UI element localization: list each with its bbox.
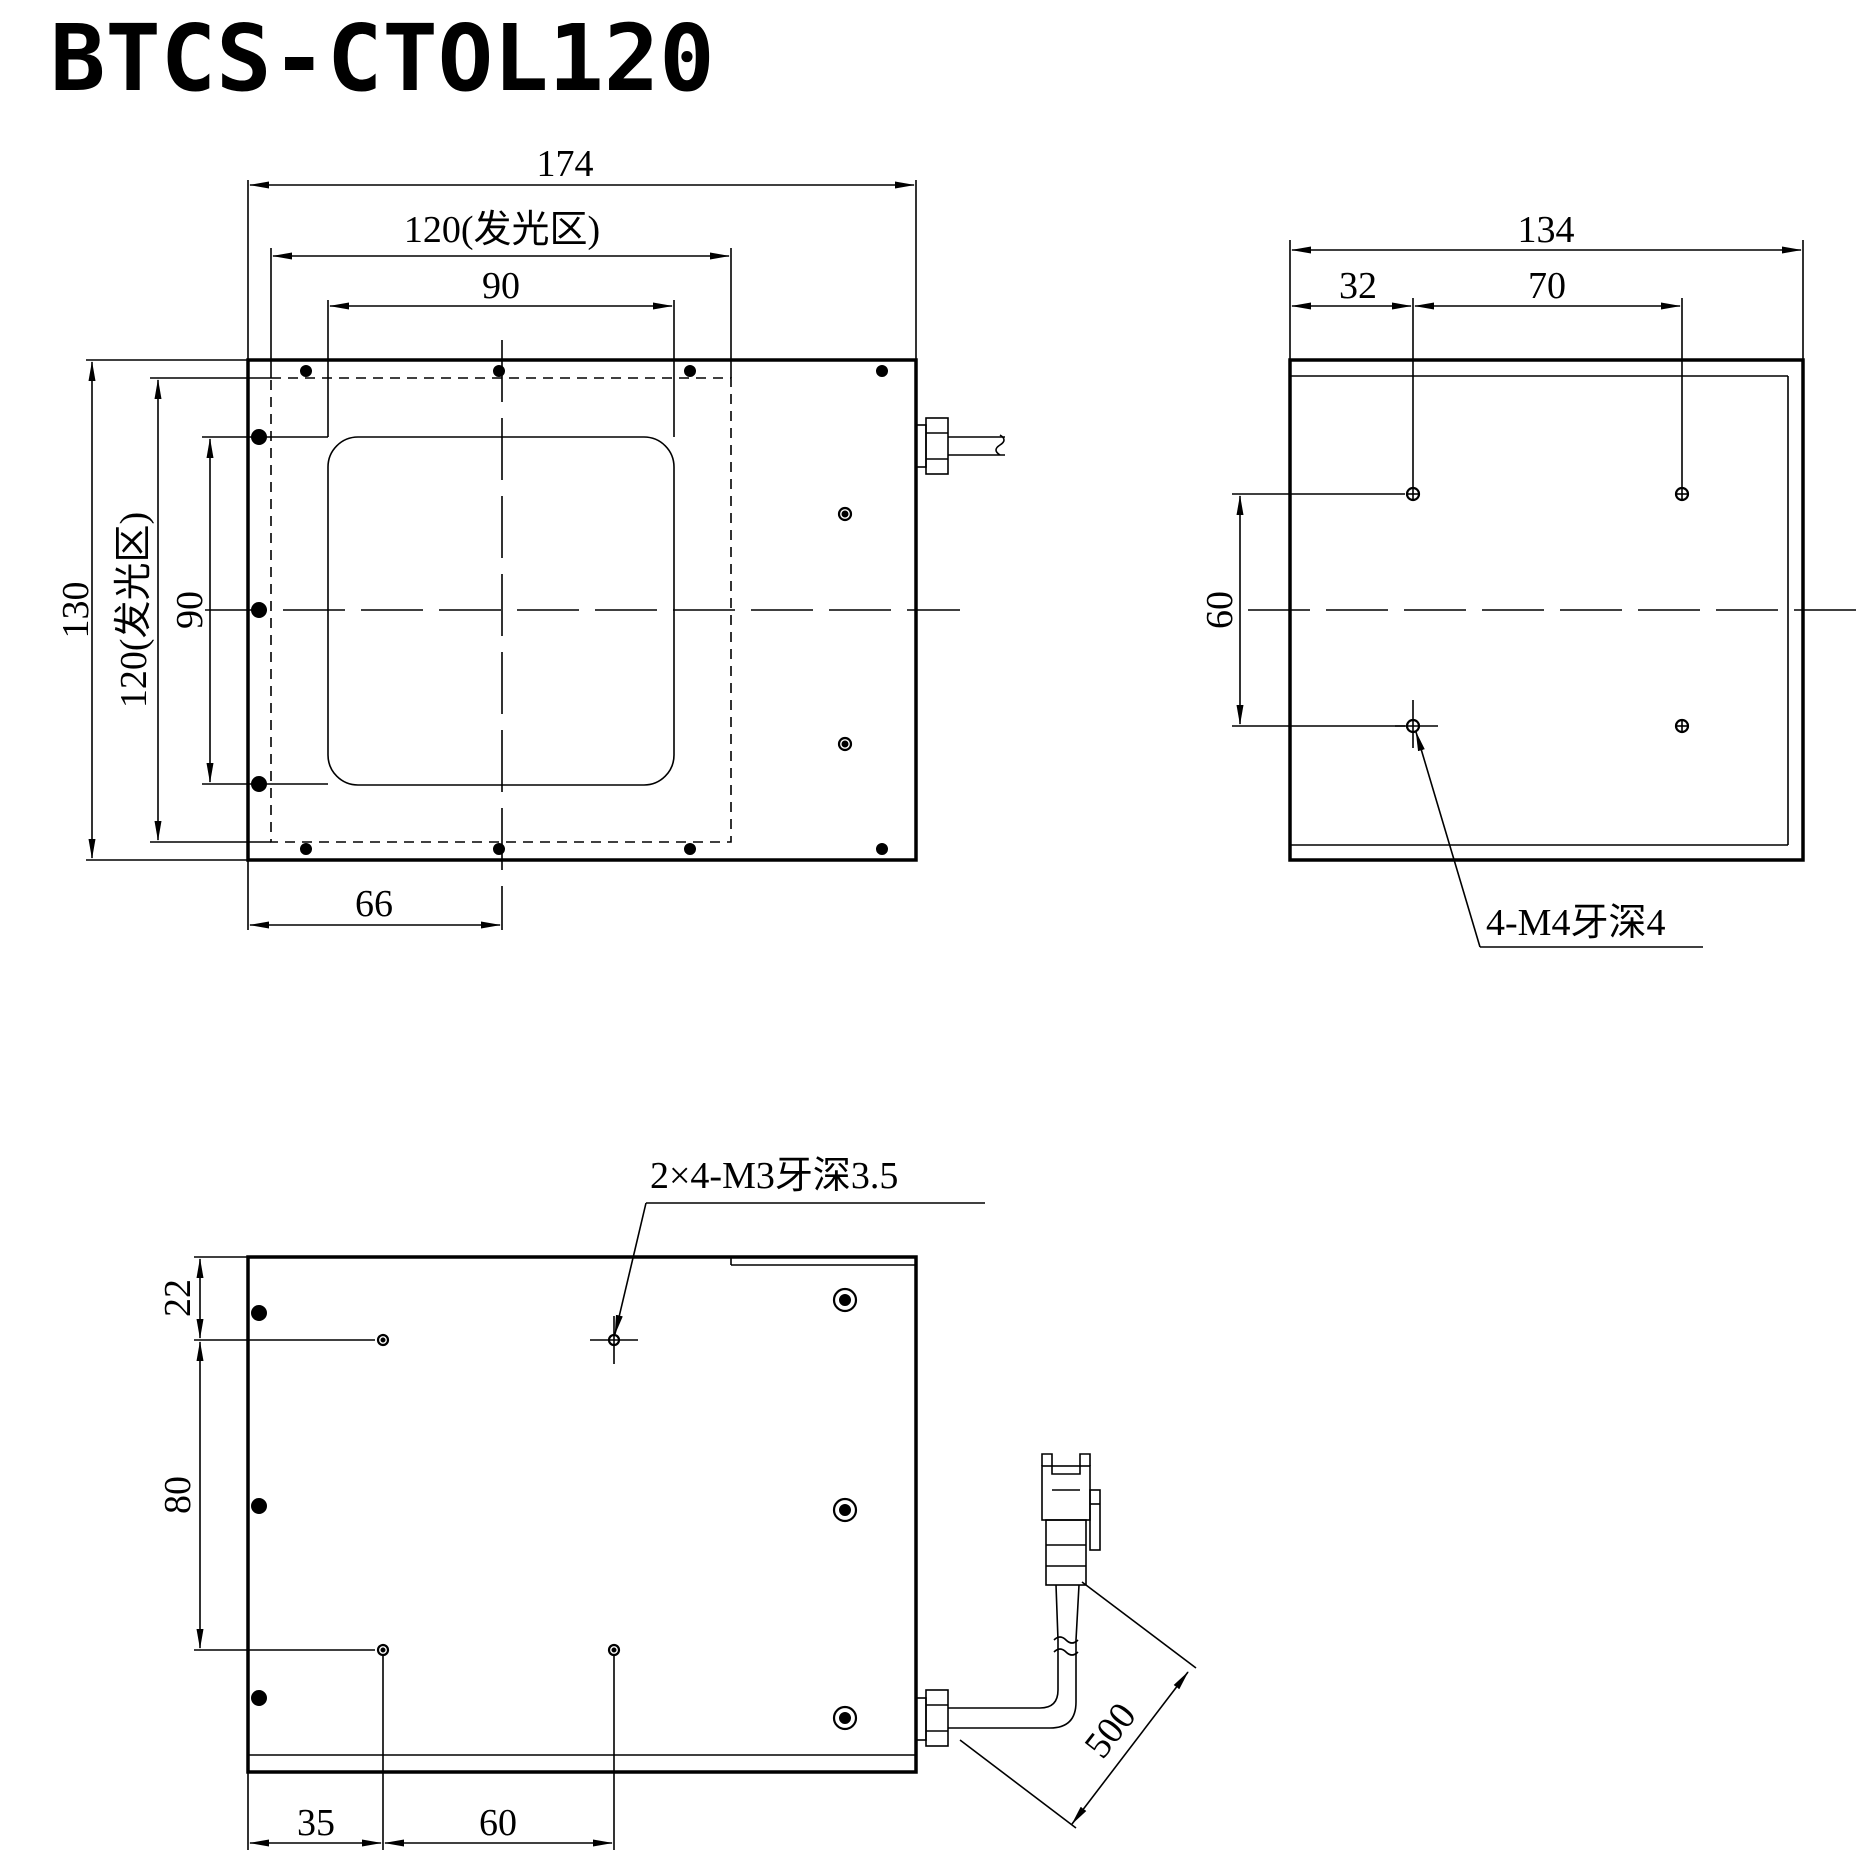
dim-90-window-height: 90 (169, 591, 211, 629)
screw-icon (300, 365, 312, 377)
bottom-view: 22 80 35 60 500 2×4-M3牙深3.5 (157, 1155, 1197, 1850)
window-outline (327, 436, 675, 786)
screw-icon (493, 365, 505, 377)
dim-60-side: 60 (1199, 591, 1241, 629)
threaded-hole-icon (1674, 718, 1690, 734)
screw-icon (832, 1497, 858, 1523)
screw-icon (684, 843, 696, 855)
screw-icon (493, 843, 505, 855)
dim-32: 32 (1339, 265, 1377, 307)
cable-gland-icon (915, 1689, 949, 1747)
screw-icon (251, 1305, 267, 1321)
cable-gland-icon (915, 417, 1005, 475)
screw-icon (839, 1504, 851, 1516)
screw-icon (876, 365, 888, 377)
threaded-hole-icon (590, 1316, 638, 1364)
dim-35: 35 (297, 1802, 335, 1844)
screw-icon (684, 365, 696, 377)
screw-icon (832, 1705, 858, 1731)
dim-60-bottom: 60 (479, 1802, 517, 1844)
screw-icon (837, 736, 853, 752)
threaded-hole-icon (1405, 486, 1421, 502)
screw-icon (839, 1294, 851, 1306)
dim-120-emit-width: 120(发光区) (404, 209, 600, 251)
bottom-body-outline (246, 1255, 918, 1774)
screw-icon (876, 843, 888, 855)
screw-icon (837, 506, 853, 522)
front-view: 174 120(发光区) 90 130 120(发光区) 90 66 (55, 143, 1005, 930)
dim-500: 500 (1076, 1695, 1144, 1766)
dim-22: 22 (157, 1279, 199, 1317)
emit-area-outline (270, 377, 732, 843)
threaded-hole-icon (376, 1643, 390, 1657)
threaded-hole-icon (607, 1643, 621, 1657)
dim-80: 80 (157, 1476, 199, 1514)
dim-90-window-width: 90 (482, 265, 520, 307)
screw-icon (251, 1690, 267, 1706)
screw-icon (839, 1712, 851, 1724)
dim-174: 174 (537, 143, 594, 185)
threaded-hole-icon (1674, 486, 1690, 502)
side-view: 134 32 70 60 4-M4牙深4 (1199, 209, 1867, 948)
screw-icon (832, 1287, 858, 1313)
threaded-hole-icon (1395, 700, 1438, 748)
screw-icon (251, 1498, 267, 1514)
screw-icon (841, 510, 849, 518)
threaded-hole-icon (376, 1333, 390, 1347)
callout-m4-holes: 4-M4牙深4 (1486, 902, 1665, 944)
cable-icon (948, 1584, 1080, 1729)
dim-66: 66 (355, 883, 393, 925)
product-title: BTCS-CTOL120 (50, 5, 715, 112)
dim-120-emit-height: 120(发光区) (113, 512, 155, 708)
screw-icon (251, 602, 267, 618)
dim-130: 130 (55, 582, 97, 639)
dim-70: 70 (1528, 265, 1566, 307)
dim-134: 134 (1518, 209, 1575, 251)
screw-icon (300, 843, 312, 855)
screw-icon (841, 740, 849, 748)
callout-m3-holes: 2×4-M3牙深3.5 (650, 1155, 898, 1197)
connector-icon (1041, 1453, 1101, 1586)
